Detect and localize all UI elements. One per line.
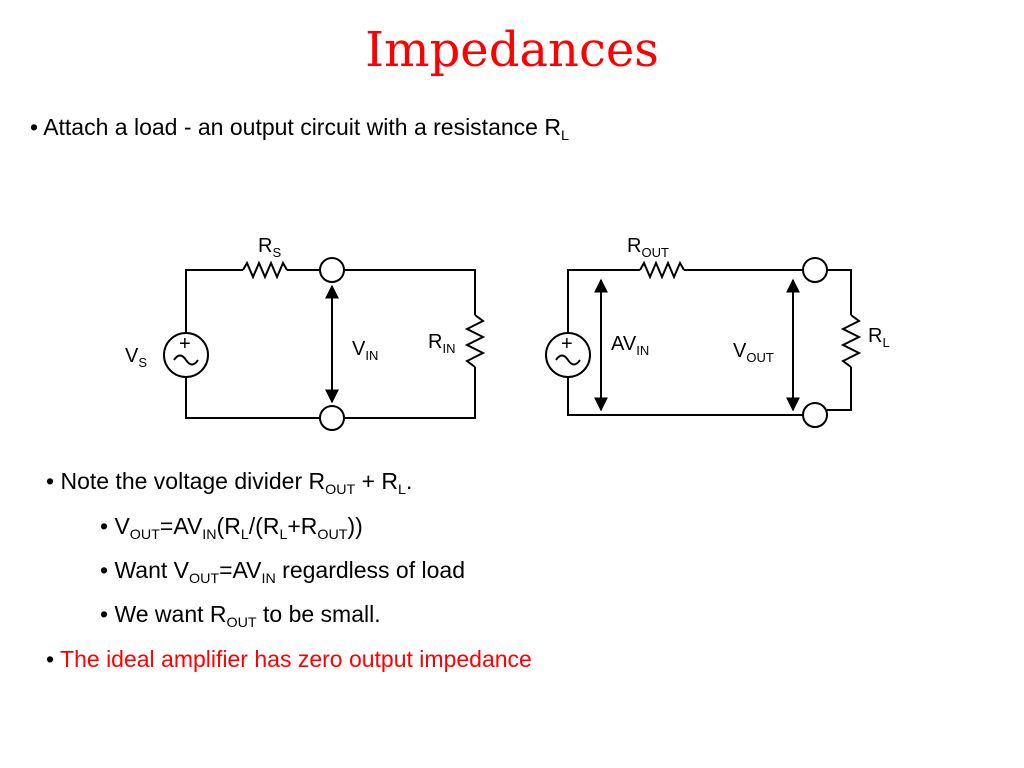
text-run: Note the voltage divider R	[60, 468, 326, 494]
bullet-marker: •	[100, 601, 109, 627]
left-terminal-bottom	[319, 405, 345, 431]
left-wire-bottom-left	[185, 377, 320, 419]
rin-label: RIN	[428, 331, 455, 356]
subscript: OUT	[189, 570, 220, 587]
bullet-marker: •	[100, 513, 109, 539]
slide-title: Impedances	[365, 22, 659, 78]
left-wire-top-right	[344, 269, 476, 315]
conclusion-text: The ideal amplifier has zero output impe…	[60, 646, 532, 672]
text-run: =AV	[159, 513, 203, 539]
rout-label: ROUT	[627, 235, 669, 260]
conclusion-bullet: • The ideal amplifier has zero output im…	[46, 646, 532, 673]
rin-resistor	[464, 314, 486, 368]
right-terminal-bottom	[802, 402, 828, 428]
left-terminal-top	[319, 257, 345, 283]
subscript: OUT	[325, 481, 356, 498]
want-bullet: • Want VOUT=AVIN regardless of load	[100, 557, 465, 586]
text-run: + R	[355, 468, 399, 494]
text-run: ))	[347, 513, 363, 539]
bullet-marker: •	[46, 646, 55, 672]
rout-resistor	[639, 260, 685, 280]
rs-label: RS	[258, 235, 281, 260]
text-run: .	[405, 468, 413, 494]
avin-label: AVIN	[611, 333, 649, 358]
text-run: We want R	[114, 601, 227, 627]
left-wire-top-left	[185, 269, 243, 333]
text-run: =AV	[219, 557, 262, 583]
note-text: Note the voltage divider ROUT + RL.	[60, 468, 413, 497]
formula-bullet: • VOUT=AVIN(RL/(RL+ROUT))	[100, 513, 363, 542]
right-wire-bottom-right	[827, 367, 852, 411]
vs-source	[163, 332, 209, 378]
text-run: to be small.	[256, 601, 381, 627]
right-circuit: + ROUT AVIN VOUT RL	[545, 235, 890, 428]
rl-label: RL	[868, 325, 890, 350]
subscript: L	[279, 526, 288, 543]
bullet-marker: •	[46, 468, 55, 494]
intro-subscript: L	[560, 127, 569, 144]
subscript: IN	[202, 526, 217, 543]
note-bullet: • Note the voltage divider ROUT + RL.	[46, 468, 413, 497]
right-wire-top-left	[567, 269, 640, 333]
bullet-marker: •	[30, 114, 39, 140]
small-rout-text: We want ROUT to be small.	[114, 601, 381, 630]
subscript: OUT	[226, 614, 257, 631]
subscript: L	[240, 526, 249, 543]
small-rout-bullet: • We want ROUT to be small.	[100, 601, 381, 630]
avin-source	[545, 332, 591, 378]
text-run: (R	[216, 513, 241, 539]
subscript: OUT	[129, 526, 160, 543]
vout-label: VOUT	[733, 340, 774, 365]
rs-resistor	[242, 260, 288, 280]
vs-sine-icon	[173, 354, 199, 366]
vs-label: VS	[125, 345, 147, 370]
bullet-marker: •	[100, 557, 109, 583]
text-run: Want V	[114, 557, 190, 583]
right-terminal-top	[802, 257, 828, 283]
right-wire-bottom-left	[567, 377, 803, 416]
left-circuit: + RS VS VIN RIN	[125, 235, 486, 431]
subscript: OUT	[317, 526, 348, 543]
subscript: IN	[261, 570, 276, 587]
text-run: V	[114, 513, 130, 539]
want-text: Want VOUT=AVIN regardless of load	[114, 557, 465, 586]
intro-bullet: • Attach a load - an output circuit with…	[30, 114, 569, 144]
right-wire-top-right	[827, 269, 852, 315]
avin-sine-icon	[555, 354, 581, 366]
avin-plus-sign: +	[561, 333, 573, 355]
intro-text: Attach a load - an output circuit with a…	[43, 114, 561, 140]
text-run: +R	[287, 513, 318, 539]
left-wire-bottom-right	[344, 367, 476, 419]
text-run: /(R	[248, 513, 280, 539]
text-run: regardless of load	[275, 557, 465, 583]
rl-resistor	[840, 314, 862, 368]
vin-label: VIN	[352, 338, 378, 363]
vs-plus-sign: +	[179, 333, 191, 355]
formula-text: VOUT=AVIN(RL/(RL+ROUT))	[114, 513, 363, 542]
subscript: L	[398, 481, 406, 498]
